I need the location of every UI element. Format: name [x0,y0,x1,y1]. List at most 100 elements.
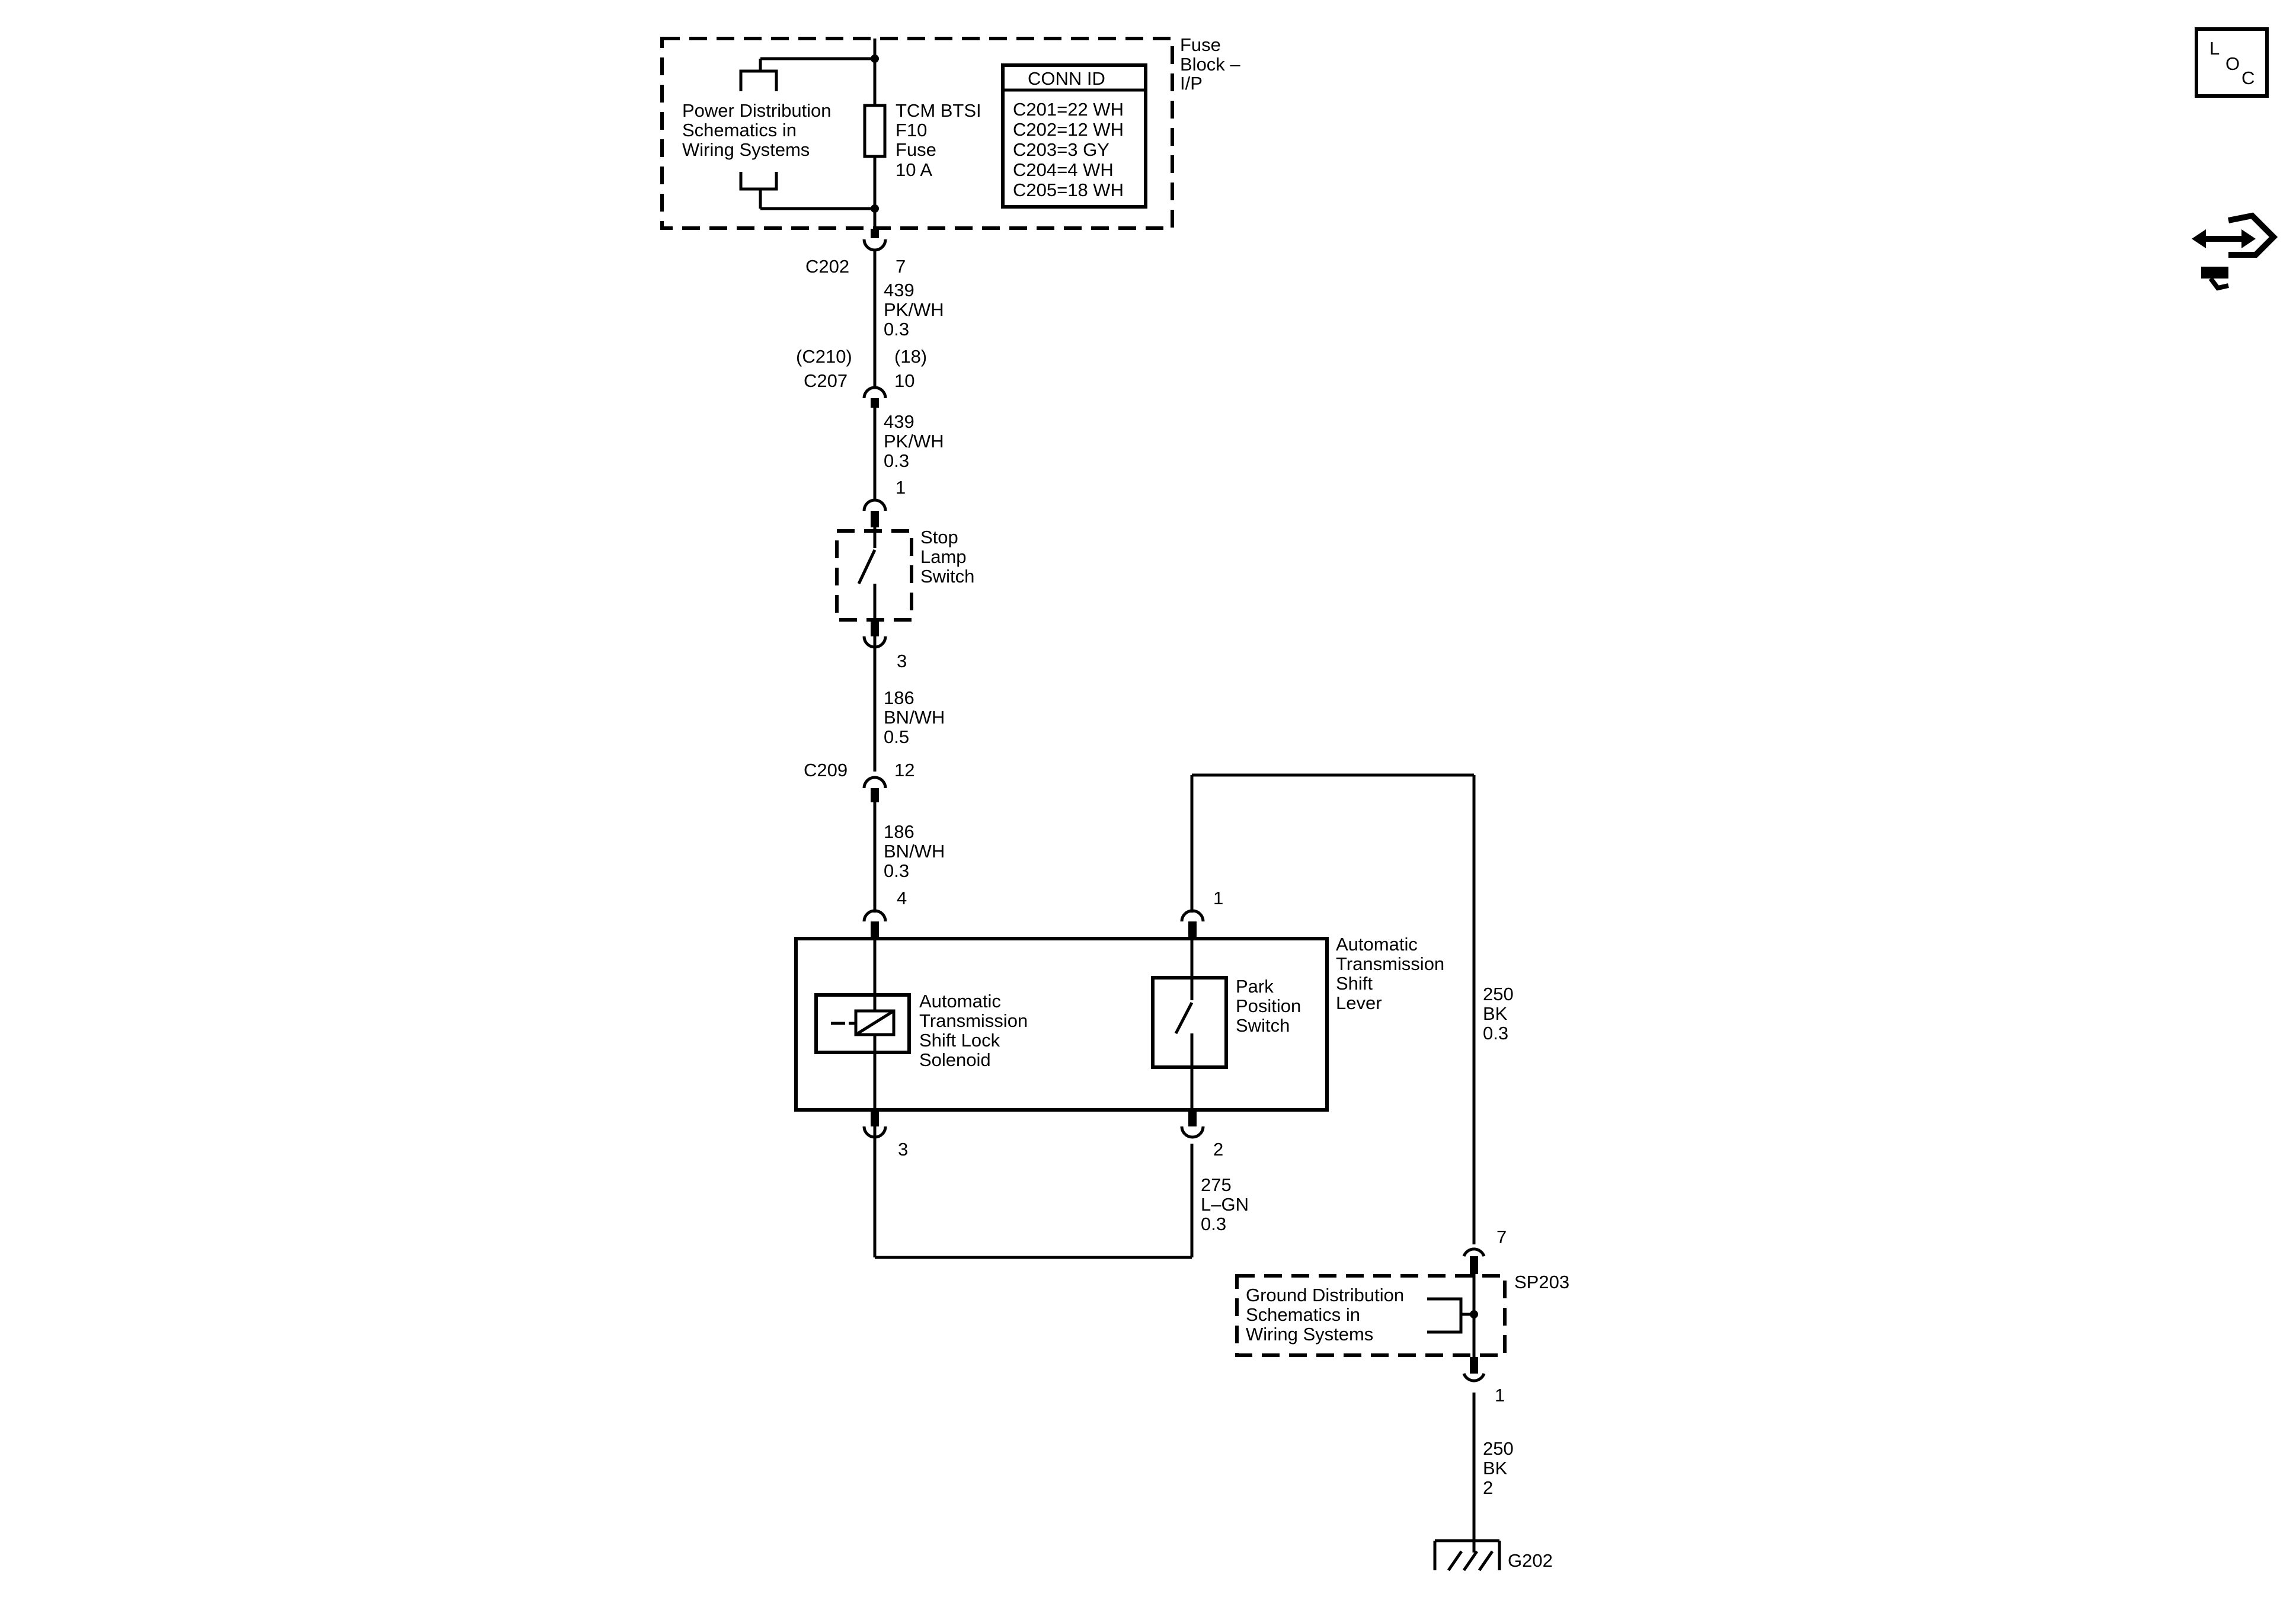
wire-label-186-b: 186 BN/WH 0.3 [884,821,945,881]
svg-text:BN/WH: BN/WH [884,707,945,728]
connector-c209-name: C209 [804,760,848,780]
svg-text:Park: Park [1236,976,1274,997]
svg-text:0.3: 0.3 [884,450,909,471]
stop-lamp-pin-3: 3 [897,651,907,671]
ground-circuit-wire [1190,773,1476,1553]
park-switch-label: Park Position Switch [1236,976,1301,1036]
fuse-label: TCM BTSI F10 Fuse 10 A [896,100,981,180]
svg-text:Schematics in: Schematics in [1246,1304,1360,1325]
svg-text:250: 250 [1483,984,1514,1004]
svg-text:275: 275 [1201,1174,1232,1195]
svg-text:C205=18 WH: C205=18 WH [1013,180,1124,200]
svg-text:Shift: Shift [1336,973,1373,994]
stop-lamp-switch-label: Stop Lamp Switch [920,527,974,587]
fuse-block-label: Fuse Block – I/P [1180,34,1240,94]
svg-text:Position: Position [1236,996,1301,1016]
splice-pin-7: 7 [1496,1227,1507,1247]
svg-text:L: L [2209,38,2220,59]
power-distribution-reference: Power Distribution Schematics in Wiring … [682,100,832,160]
splice-sp203 [1235,1247,1507,1382]
svg-text:Lamp: Lamp [920,546,967,567]
wire-label-439-b: 439 PK/WH 0.3 [884,411,944,471]
connector-c210-name: (C210) [796,346,852,367]
svg-text:C: C [2241,68,2255,88]
fuse-block [660,37,1174,230]
svg-text:Shift Lock: Shift Lock [919,1030,1000,1051]
svg-text:BK: BK [1483,1003,1508,1024]
solenoid-pin-3: 3 [898,1139,908,1160]
svg-text:Ground Distribution: Ground Distribution [1246,1285,1404,1305]
ground-distribution-reference: Ground Distribution Schematics in Wiring… [1246,1285,1404,1345]
stop-lamp-pin-1: 1 [896,477,906,498]
svg-text:BK: BK [1483,1458,1508,1478]
svg-text:Fuse: Fuse [896,139,936,160]
svg-text:TCM BTSI: TCM BTSI [896,100,981,121]
svg-text:PK/WH: PK/WH [884,431,944,452]
solenoid-label: Automatic Transmission Shift Lock Soleno… [919,991,1028,1070]
connector-c207-pin: 10 [894,370,914,391]
svg-text:BN/WH: BN/WH [884,841,945,862]
park-switch-pin-1: 1 [1213,888,1223,908]
svg-text:Automatic: Automatic [919,991,1001,1012]
svg-text:250: 250 [1483,1438,1514,1459]
ground-g202-label: G202 [1508,1550,1553,1571]
svg-text:PK/WH: PK/WH [884,299,944,320]
svg-text:C203=3 GY: C203=3 GY [1013,139,1109,160]
svg-text:Block –: Block – [1180,54,1240,75]
connector-c210-pin: (18) [894,346,927,367]
svg-text:10 A: 10 A [896,159,932,180]
svg-text:C204=4 WH: C204=4 WH [1013,159,1114,180]
svg-text:Switch: Switch [1236,1015,1290,1036]
wire-label-250-a: 250 BK 0.3 [1483,984,1514,1044]
wire-label-186-a: 186 BN/WH 0.5 [884,687,945,747]
svg-text:C201=22 WH: C201=22 WH [1013,99,1124,120]
svg-text:186: 186 [884,687,914,708]
svg-text:2: 2 [1483,1477,1493,1498]
svg-text:O: O [2225,53,2240,74]
svg-text:439: 439 [884,411,914,432]
svg-text:Wiring Systems: Wiring Systems [682,139,810,160]
park-switch-pin-2: 2 [1213,1139,1223,1160]
solenoid-pin-4: 4 [897,888,907,908]
svg-text:Power Distribution: Power Distribution [682,100,832,121]
svg-text:Transmission: Transmission [919,1010,1028,1031]
conn-id-title: CONN ID [1028,68,1105,89]
svg-text:F10: F10 [896,120,927,140]
svg-text:0.3: 0.3 [884,319,909,340]
fuse-f10-icon [863,104,887,158]
svg-text:0.3: 0.3 [1483,1023,1508,1044]
navigation-arrows-icon[interactable] [2192,212,2278,291]
wire-label-275: 275 L–GN 0.3 [1201,1174,1249,1234]
svg-text:Switch: Switch [920,566,974,587]
svg-text:Stop: Stop [920,527,958,548]
svg-text:Lever: Lever [1336,993,1382,1013]
shift-lever-label: Automatic Transmission Shift Lever [1336,934,1444,1013]
svg-text:L–GN: L–GN [1201,1194,1249,1215]
svg-text:186: 186 [884,821,914,842]
splice-pin-1: 1 [1495,1385,1505,1406]
svg-text:0.3: 0.3 [1201,1214,1226,1234]
svg-text:Transmission: Transmission [1336,953,1444,974]
connector-c202-pin: 7 [896,256,906,277]
connector-c202 [862,229,887,252]
connector-c209 [862,776,887,802]
svg-text:Automatic: Automatic [1336,934,1418,955]
shift-lever-assembly [794,909,1329,1139]
ground-g202-icon [1433,1539,1501,1571]
svg-text:Fuse: Fuse [1180,34,1221,55]
connector-c207-name: C207 [804,370,848,391]
connector-c202-name: C202 [805,256,849,277]
svg-text:439: 439 [884,280,914,300]
loc-icon[interactable]: L O C [2195,27,2269,98]
svg-text:Solenoid: Solenoid [919,1049,991,1070]
main-circuit-wire [873,228,1194,1259]
wire-label-439-a: 439 PK/WH 0.3 [884,280,944,340]
svg-text:Wiring Systems: Wiring Systems [1246,1324,1373,1345]
svg-text:0.5: 0.5 [884,726,909,747]
splice-sp203-label: SP203 [1514,1272,1569,1292]
svg-text:I/P: I/P [1180,73,1203,94]
connector-c209-pin: 12 [894,760,914,780]
svg-text:C202=12 WH: C202=12 WH [1013,119,1124,140]
wire-label-250-b: 250 BK 2 [1483,1438,1514,1498]
